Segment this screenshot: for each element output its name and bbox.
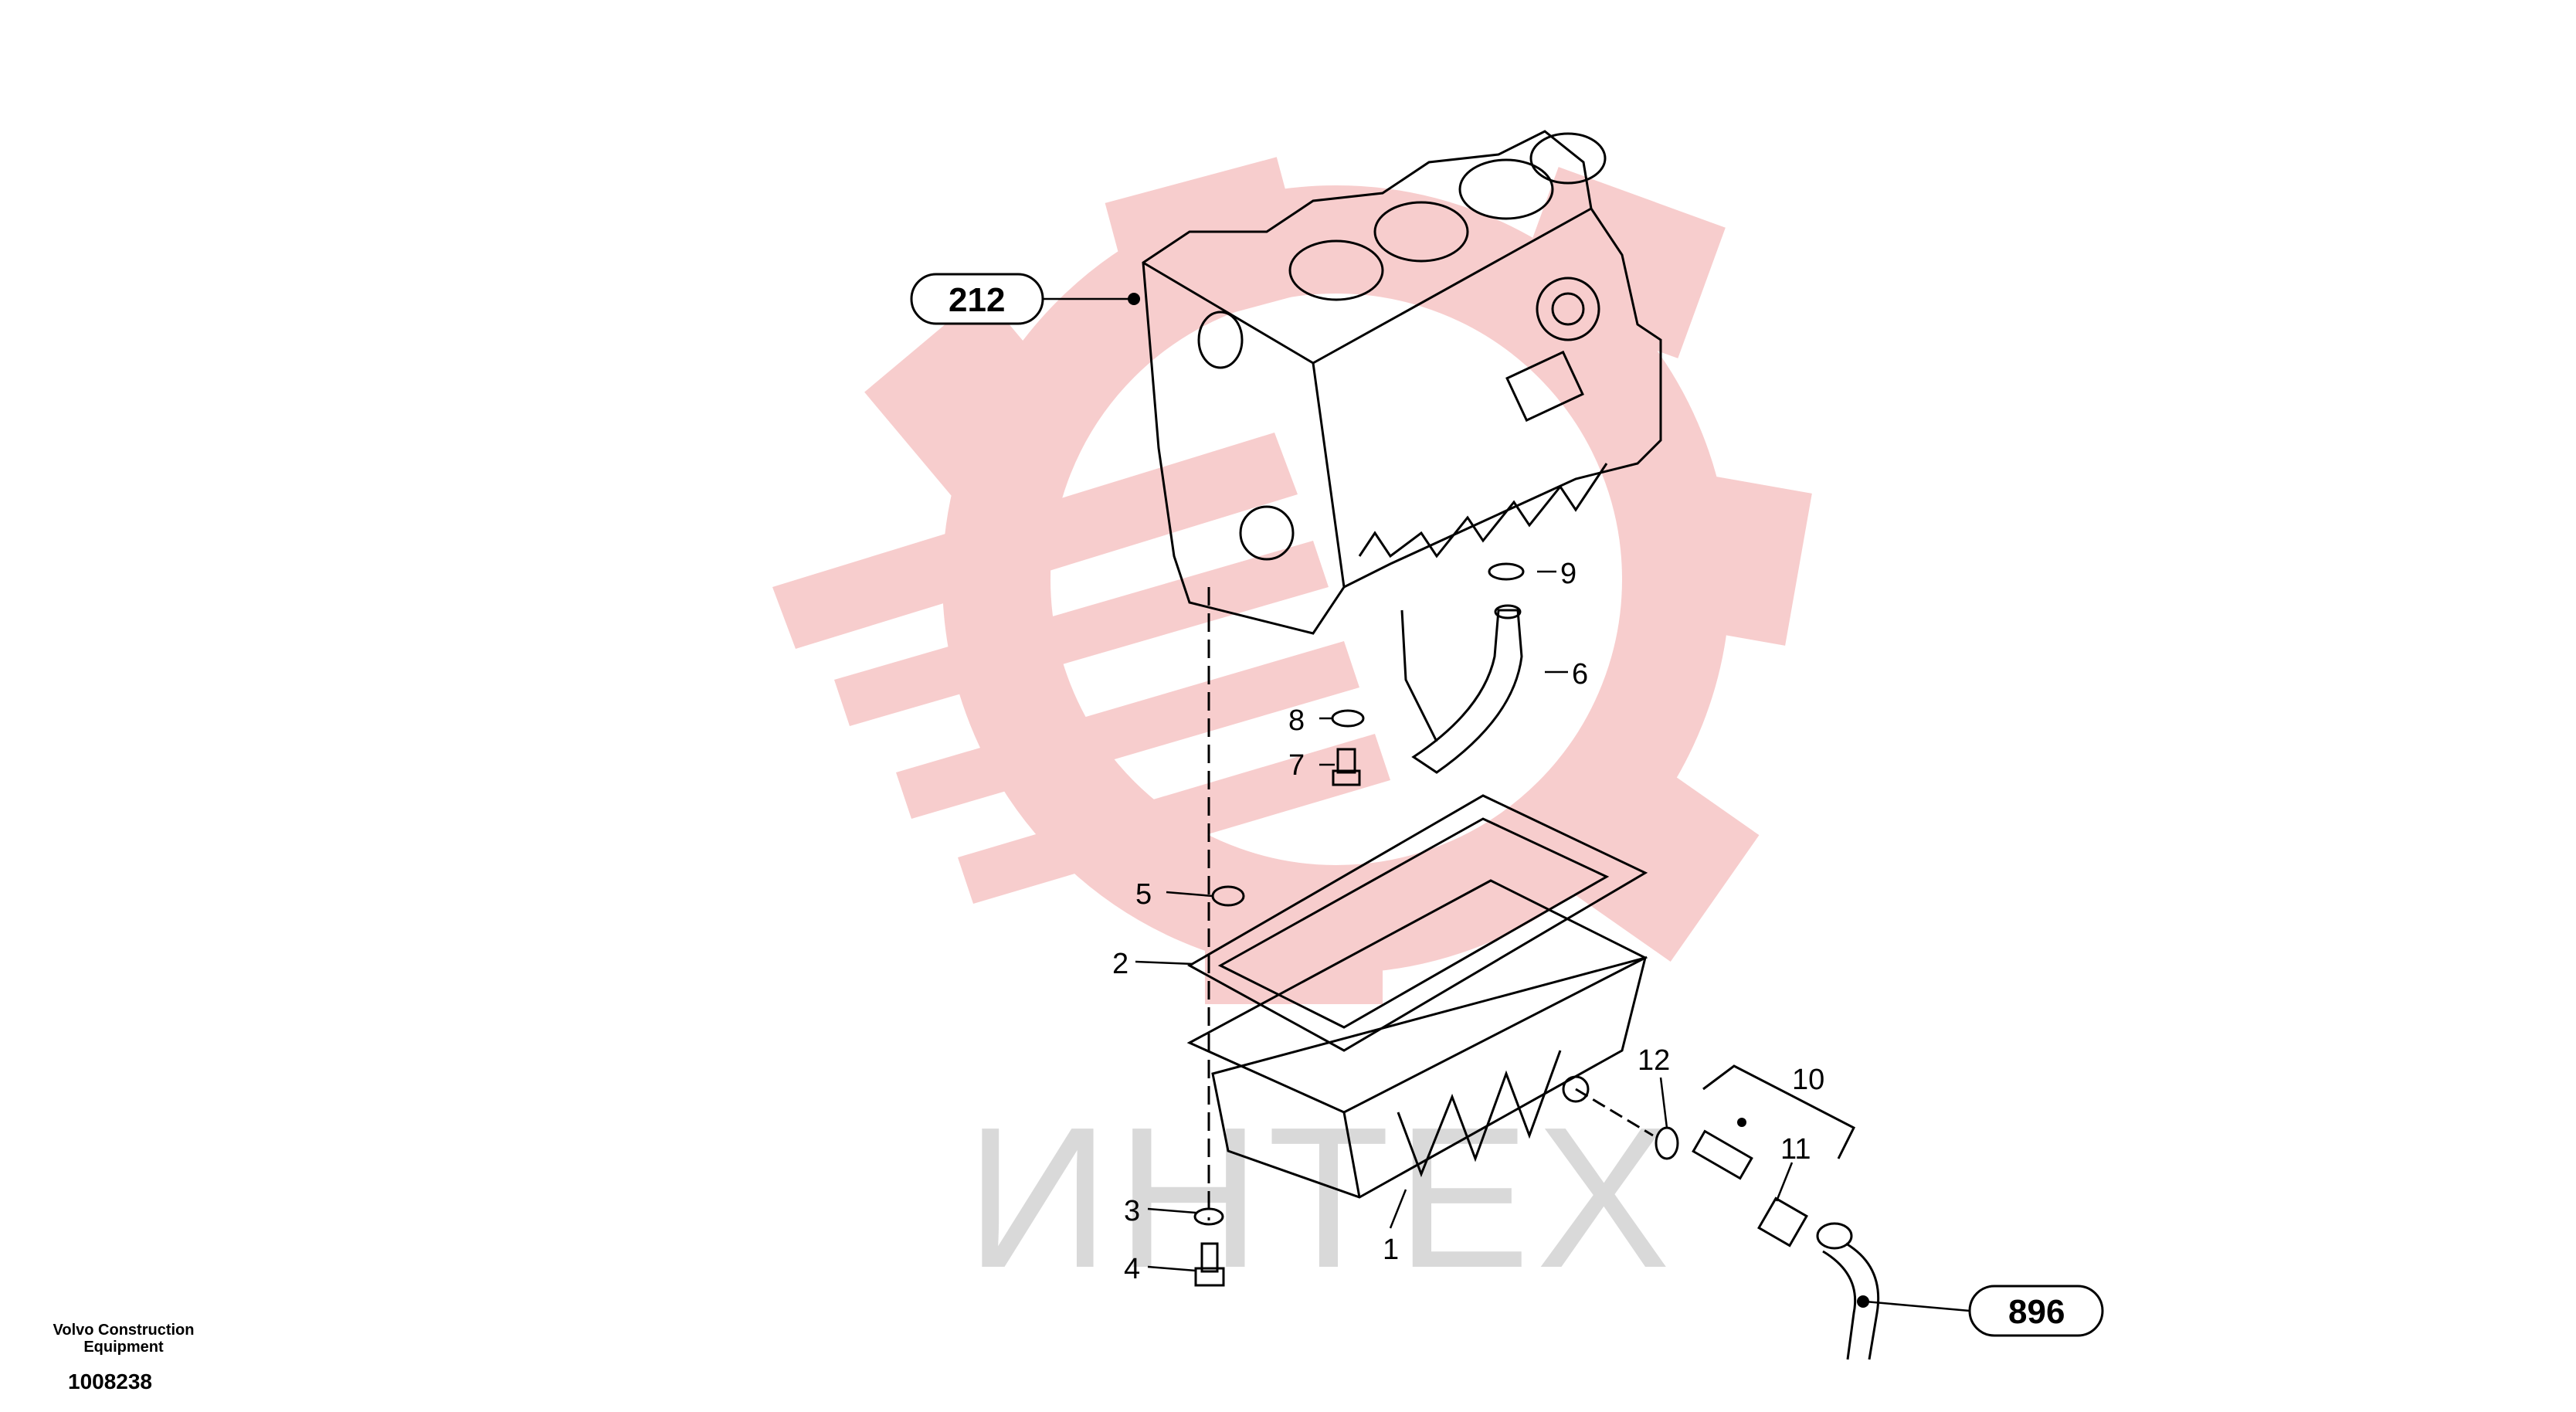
callout-10: 10	[1792, 1064, 1824, 1096]
watermark-text: ИНТЕХ	[966, 1086, 1676, 1310]
callout-3: 3	[1124, 1195, 1140, 1227]
callout-leaders	[1135, 570, 1794, 1272]
watermark-logo-icon	[772, 157, 1812, 1004]
callout-2: 2	[1112, 948, 1128, 980]
engine-block	[1142, 130, 1662, 635]
callout-4: 4	[1124, 1253, 1140, 1285]
oil-pan	[1186, 879, 1648, 1199]
reference-896-label: 896	[2008, 1293, 2065, 1331]
adapter-10	[1692, 1129, 1753, 1180]
callout-8: 8	[1288, 704, 1305, 737]
callout-7: 7	[1288, 749, 1305, 782]
callout-9: 9	[1560, 558, 1576, 590]
footer: Volvo Construction Equipment 1008238	[31, 1322, 216, 1394]
callout-6: 6	[1572, 658, 1588, 691]
bolt-4	[1194, 1242, 1225, 1287]
oil-pan-gasket	[1186, 794, 1648, 1052]
oil-line-fitting	[1816, 1222, 1880, 1360]
reference-212-label: 212	[949, 281, 1005, 319]
callout-numbers: 1 2 3 4 5 6 7 8 9 10 11 12	[1112, 558, 1824, 1285]
washer-3	[1193, 1207, 1224, 1226]
washer-8	[1331, 709, 1365, 728]
dipstick-tube	[1400, 562, 1525, 774]
callout-5: 5	[1135, 878, 1152, 911]
reference-212[interactable]: 212	[910, 273, 1140, 325]
callout-12: 12	[1638, 1044, 1670, 1077]
manufacturer-line-1: Volvo Construction	[53, 1322, 195, 1339]
document-number: 1008238	[68, 1370, 153, 1393]
bracket-10-11	[1702, 1064, 1856, 1159]
manufacturer-line-2: Equipment	[83, 1339, 164, 1356]
pressure-switch-11	[1757, 1196, 1808, 1247]
callout-1: 1	[1383, 1234, 1399, 1266]
reference-896[interactable]: 896	[1857, 1285, 2104, 1337]
bolt-7	[1332, 748, 1361, 786]
callout-11: 11	[1780, 1133, 1811, 1166]
